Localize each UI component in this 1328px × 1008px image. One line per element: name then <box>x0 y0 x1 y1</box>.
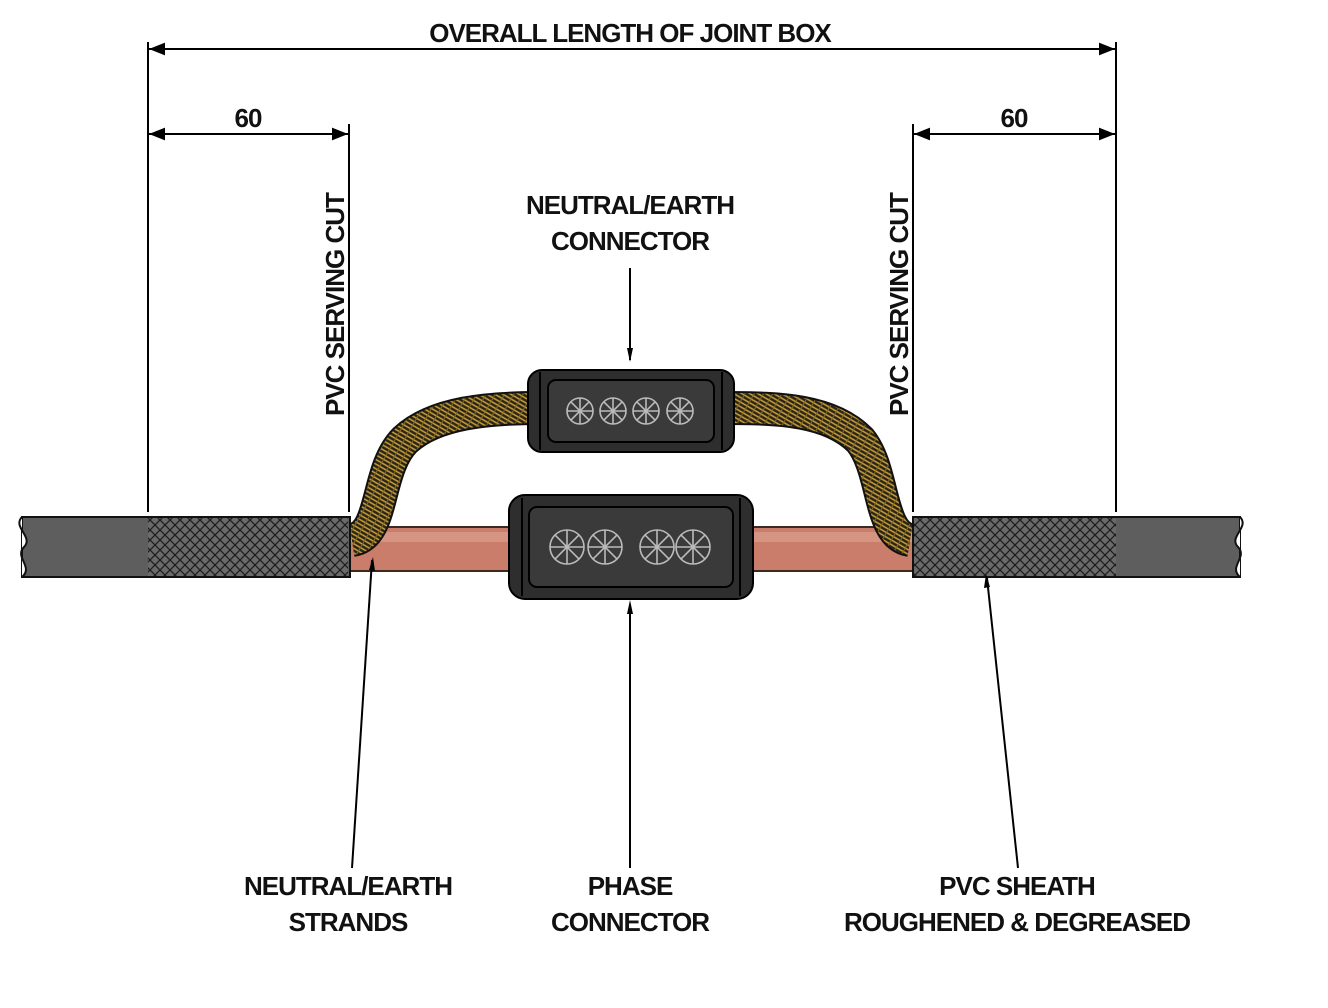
ne-strands-label-line1: NEUTRAL/EARTH <box>244 871 452 901</box>
bolt-spoke <box>636 401 656 421</box>
pvc-sheath-label-line2: ROUGHENED & DEGREASED <box>844 907 1190 937</box>
bolt-spoke <box>592 534 618 560</box>
neutral-earth-strands <box>346 391 916 557</box>
phase-connector <box>508 494 754 600</box>
neutral-earth-connector <box>527 369 735 453</box>
bolt-spoke <box>670 401 690 421</box>
right-cable <box>912 516 1244 578</box>
bolt-spoke <box>554 534 580 560</box>
leader-arrowheads <box>369 348 990 614</box>
left-dimension-label: 60 <box>235 103 262 133</box>
ne-connector-label-line2: CONNECTOR <box>551 226 710 256</box>
bolt-spoke <box>644 534 670 560</box>
ne-connector-label-line1: NEUTRAL/EARTH <box>526 190 734 220</box>
bolt-spoke <box>603 401 623 421</box>
phase-connector-label-line1: PHASE <box>588 871 673 901</box>
right-dimension-label: 60 <box>1001 103 1028 133</box>
pvc-sheath-label-line1: PVC SHEATH <box>939 871 1095 901</box>
left-cable <box>18 516 351 578</box>
phase-connector-label-line2: CONNECTOR <box>551 907 710 937</box>
bolt-spoke <box>570 401 590 421</box>
dimension-lines <box>147 42 1117 512</box>
right-serving-cut-label: PVC SERVING CUT <box>884 192 914 416</box>
ne-strands-label-line2: STRANDS <box>289 907 408 937</box>
leader-lines <box>351 268 1019 869</box>
bolt-spoke <box>680 534 706 560</box>
overall-length-label: OVERALL LENGTH OF JOINT BOX <box>429 18 832 48</box>
left-serving-cut-label: PVC SERVING CUT <box>320 192 350 416</box>
